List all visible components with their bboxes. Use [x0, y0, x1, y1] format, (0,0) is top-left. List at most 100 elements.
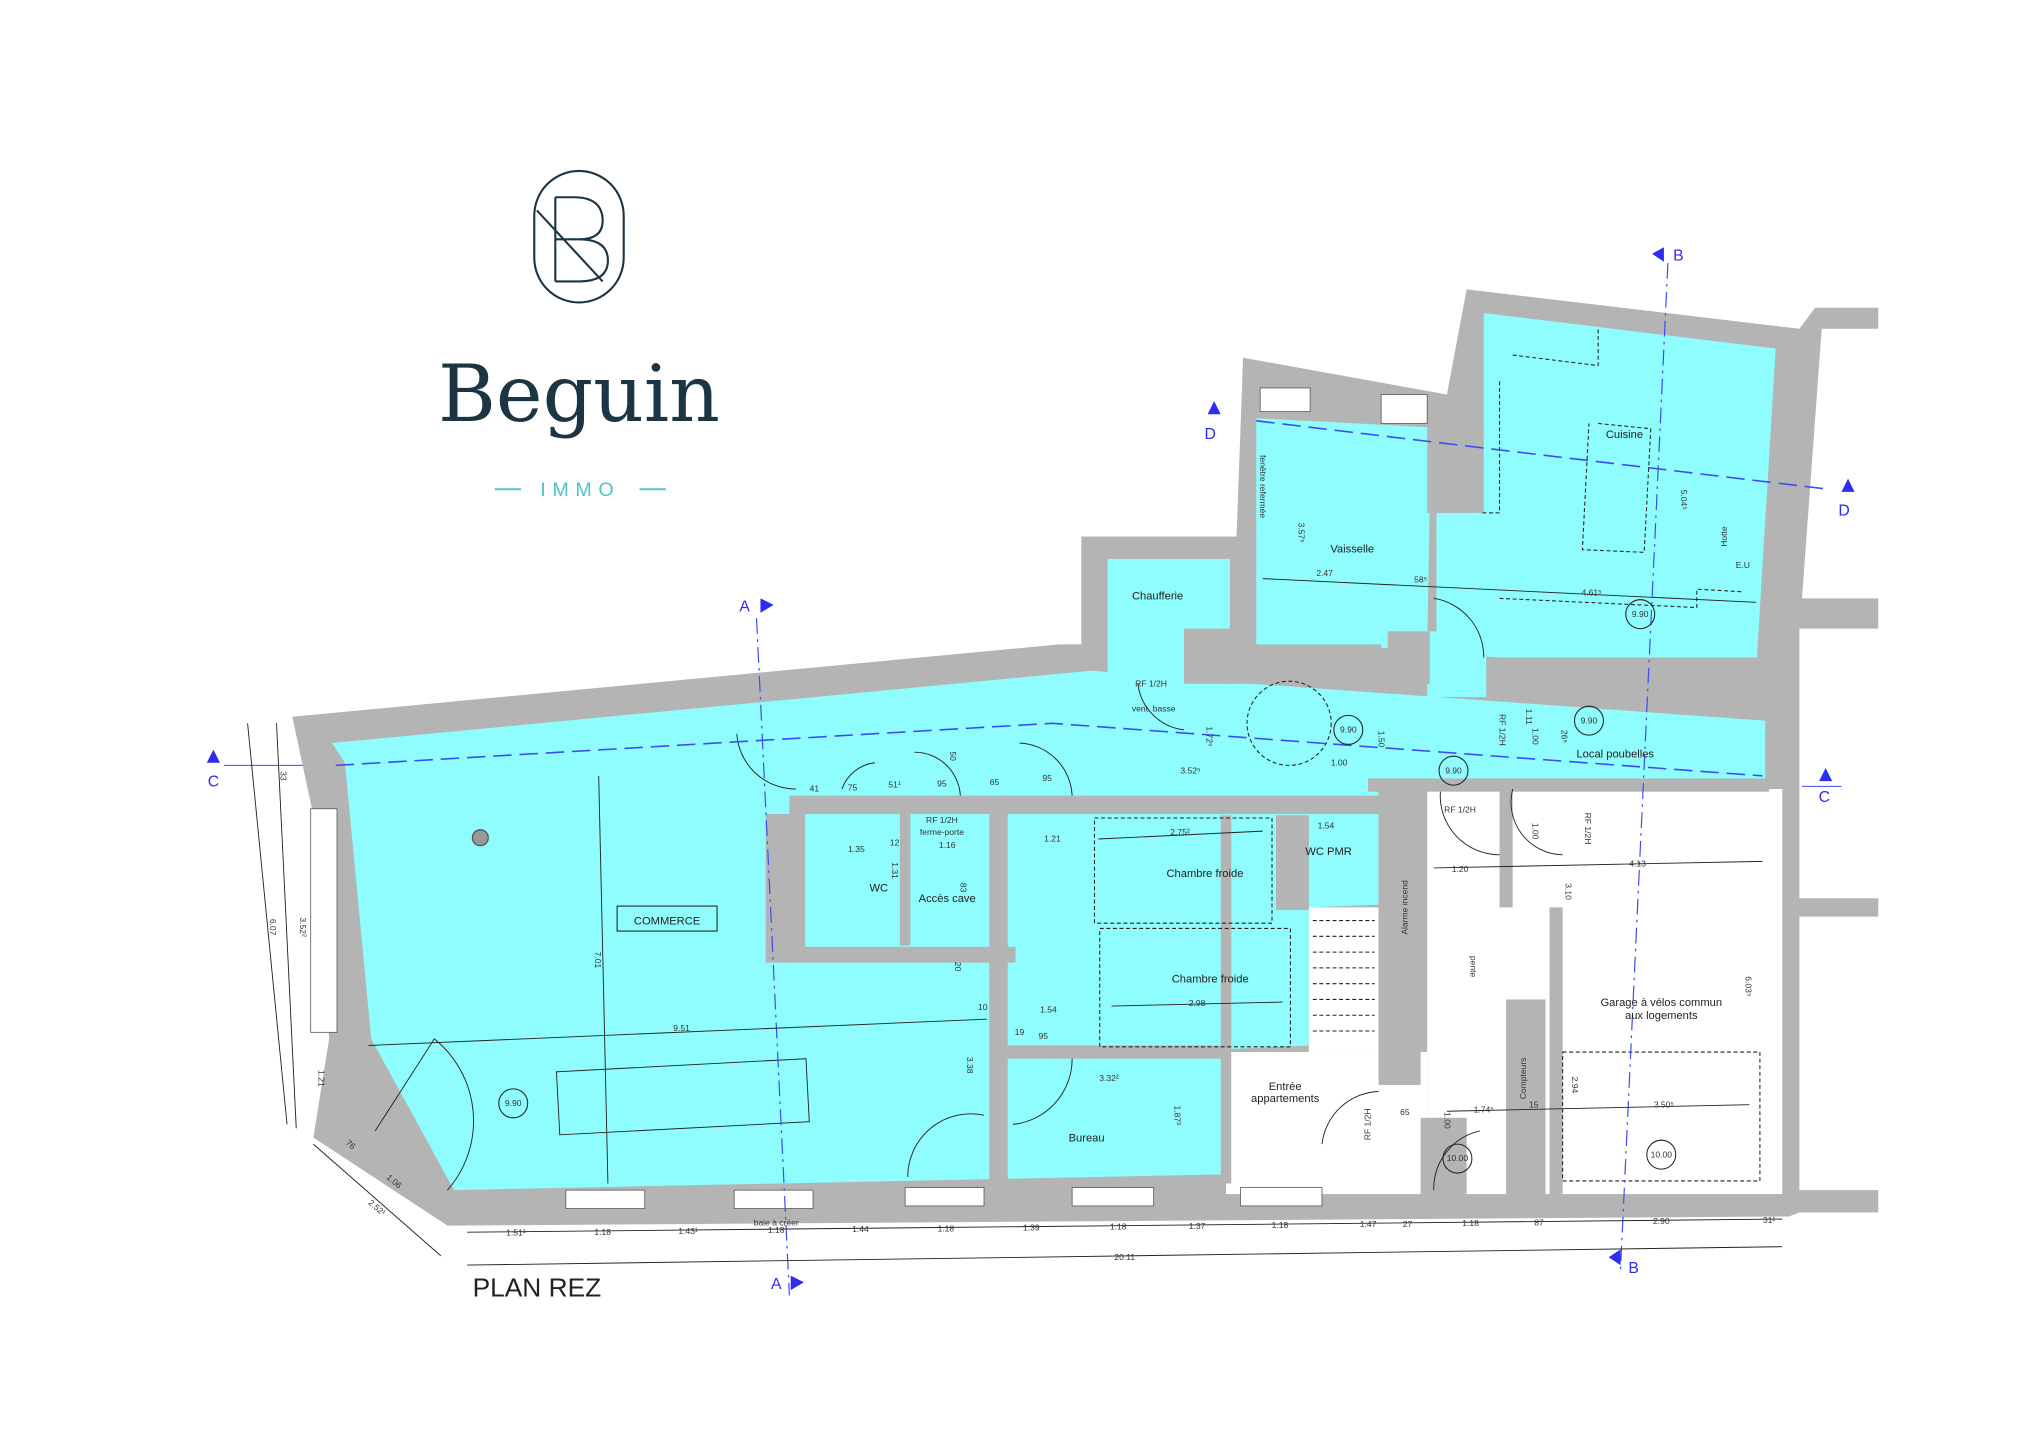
room-label: Bureau	[1069, 1132, 1105, 1144]
dimension-label: 1.00	[1530, 823, 1540, 840]
dimension-label: 2.94	[1570, 1077, 1580, 1094]
dimension-label: 95	[1042, 773, 1052, 783]
room-connector	[1427, 631, 1487, 697]
dimension-label: 2.52¹	[366, 1197, 387, 1217]
annotation-label: RF 1/2H	[1498, 714, 1508, 746]
zone-stairs	[1308, 907, 1379, 1053]
annotation-label: RF 1/2H	[1583, 813, 1593, 845]
annotation-label: RF 1/2H	[926, 815, 958, 825]
dimension-label: 9.51	[673, 1023, 690, 1033]
dimension-total: 20.11	[1114, 1252, 1135, 1262]
room-label: Vaisselle	[1330, 543, 1374, 555]
room-cuisine	[1436, 312, 1776, 674]
door-swings	[374, 597, 1563, 1191]
dimension-label: 3.32²	[1099, 1073, 1119, 1083]
dimension-label: 1.18	[768, 1225, 785, 1235]
annotation-label: Alarme incend	[1399, 880, 1409, 935]
level-marker-label: 10.00	[1447, 1153, 1469, 1163]
annotation-label: vent. basse	[1132, 703, 1176, 713]
dimension-label: 1.00	[1530, 728, 1540, 745]
section-marker: D	[1205, 426, 1216, 443]
fixtures	[471, 328, 1761, 1182]
annotation-label: Compteurs	[1518, 1057, 1528, 1099]
room-label: WC	[870, 883, 889, 895]
level-marker-label: 9.90	[1632, 609, 1649, 619]
dimension-label: 1.21	[317, 1070, 327, 1087]
zone-garage	[1427, 789, 1783, 1195]
dimension-label: 7.01	[593, 952, 603, 969]
annotation-label: ferme-porte	[920, 827, 964, 837]
level-marker-label: 9.90	[1445, 765, 1462, 775]
dimension-label: 1.18	[594, 1227, 611, 1237]
room-label: aux logements	[1625, 1010, 1698, 1022]
dimension-label: 1.74⁵	[1474, 1105, 1495, 1115]
room-label: Chambre froide	[1172, 973, 1249, 985]
dimension-label: 1.43¹	[678, 1226, 698, 1236]
dimension-label: 95	[1038, 1031, 1048, 1041]
annotation-label: RF 1/2H	[1444, 805, 1476, 815]
dimension-label: 15	[1529, 1099, 1539, 1109]
level-marker-circle	[1573, 705, 1604, 736]
room-label: WC PMR	[1305, 846, 1351, 858]
dimension-label: 20	[953, 962, 963, 972]
level-marker-label: 9.90	[1340, 724, 1357, 734]
dimension-label: 1.44	[852, 1224, 869, 1234]
room-label: Accès cave	[919, 893, 976, 905]
dimension-label: 12	[890, 838, 900, 848]
dimension-label: 1.18	[1110, 1222, 1127, 1232]
dimension-label: 1.37	[1189, 1221, 1206, 1231]
level-marker-circle	[1333, 714, 1364, 745]
dimension-lines	[247, 578, 1783, 1266]
dimension-label: 1.21	[1044, 834, 1061, 844]
dimension-label: 3.52²	[298, 917, 308, 937]
room-label: Chaufferie	[1132, 591, 1183, 603]
dimension-label: 31¹	[1763, 1215, 1775, 1225]
dimension-label: 1.18	[938, 1223, 955, 1233]
section-arrow-icons	[206, 247, 1855, 1291]
level-marker-label: 9.90	[1581, 715, 1598, 725]
level-marker-circle	[1442, 1143, 1473, 1174]
column-icon	[471, 829, 489, 847]
dimension-label: 1.87³	[1173, 1105, 1183, 1125]
dimension-label: 3.10	[1563, 883, 1573, 900]
dimension-label: 2.75²	[1170, 827, 1190, 837]
dimension-label: 6.07	[268, 919, 278, 936]
monogram-b-icon	[533, 169, 625, 304]
section-marker: A	[771, 1276, 782, 1293]
room-commerce-corridor	[331, 670, 1766, 1191]
annotation-label: fenêtre refermée	[1258, 455, 1268, 518]
dimension-label: 83	[958, 883, 968, 893]
dimension-label: 2.98	[1189, 998, 1206, 1008]
dimension-label: 6.03⁵	[1743, 976, 1753, 997]
dimension-label: 95	[937, 778, 947, 788]
dimension-label: 4.61⁵	[1582, 588, 1603, 598]
level-marker-label: 10.00	[1651, 1149, 1673, 1159]
level-marker-circle	[1625, 599, 1656, 630]
annotation-label: RF 1/2H	[1363, 1109, 1373, 1141]
dimension-label: 1.54	[1318, 820, 1335, 830]
room-label: Cuisine	[1606, 429, 1643, 441]
dimension-label: 1.16	[939, 840, 956, 850]
dimension-label: 65	[990, 777, 1000, 787]
room-label: Garage à vélos commun	[1601, 997, 1723, 1009]
annotation-label: baie à créer	[754, 1218, 799, 1228]
dimension-label: 26⁵	[1559, 730, 1569, 743]
dimension-label: 75	[848, 782, 858, 792]
level-marker-circle	[498, 1088, 529, 1119]
section-lines	[223, 262, 1842, 1296]
dimension-label: 33	[278, 771, 288, 781]
dimension-label: 3.57⁵	[1296, 523, 1306, 544]
dimension-label: 1.18	[1272, 1220, 1289, 1230]
plan-title: PLAN REZ	[473, 1273, 602, 1303]
level-marker-circle	[1646, 1139, 1677, 1170]
inner-walls	[765, 394, 1776, 1197]
dimension-label: 27	[1403, 1219, 1413, 1229]
dimension-label: 10	[978, 1002, 988, 1012]
room-label: Chambre froide	[1167, 868, 1244, 880]
dimension-label: 3.38	[965, 1057, 975, 1074]
room-label: COMMERCE	[634, 915, 700, 927]
dimension-label: 1.11	[1524, 709, 1534, 725]
dimension-label: 1.54	[1040, 1005, 1057, 1015]
windows	[310, 387, 1428, 1209]
dimension-label: 5.04⁵	[1679, 490, 1689, 511]
